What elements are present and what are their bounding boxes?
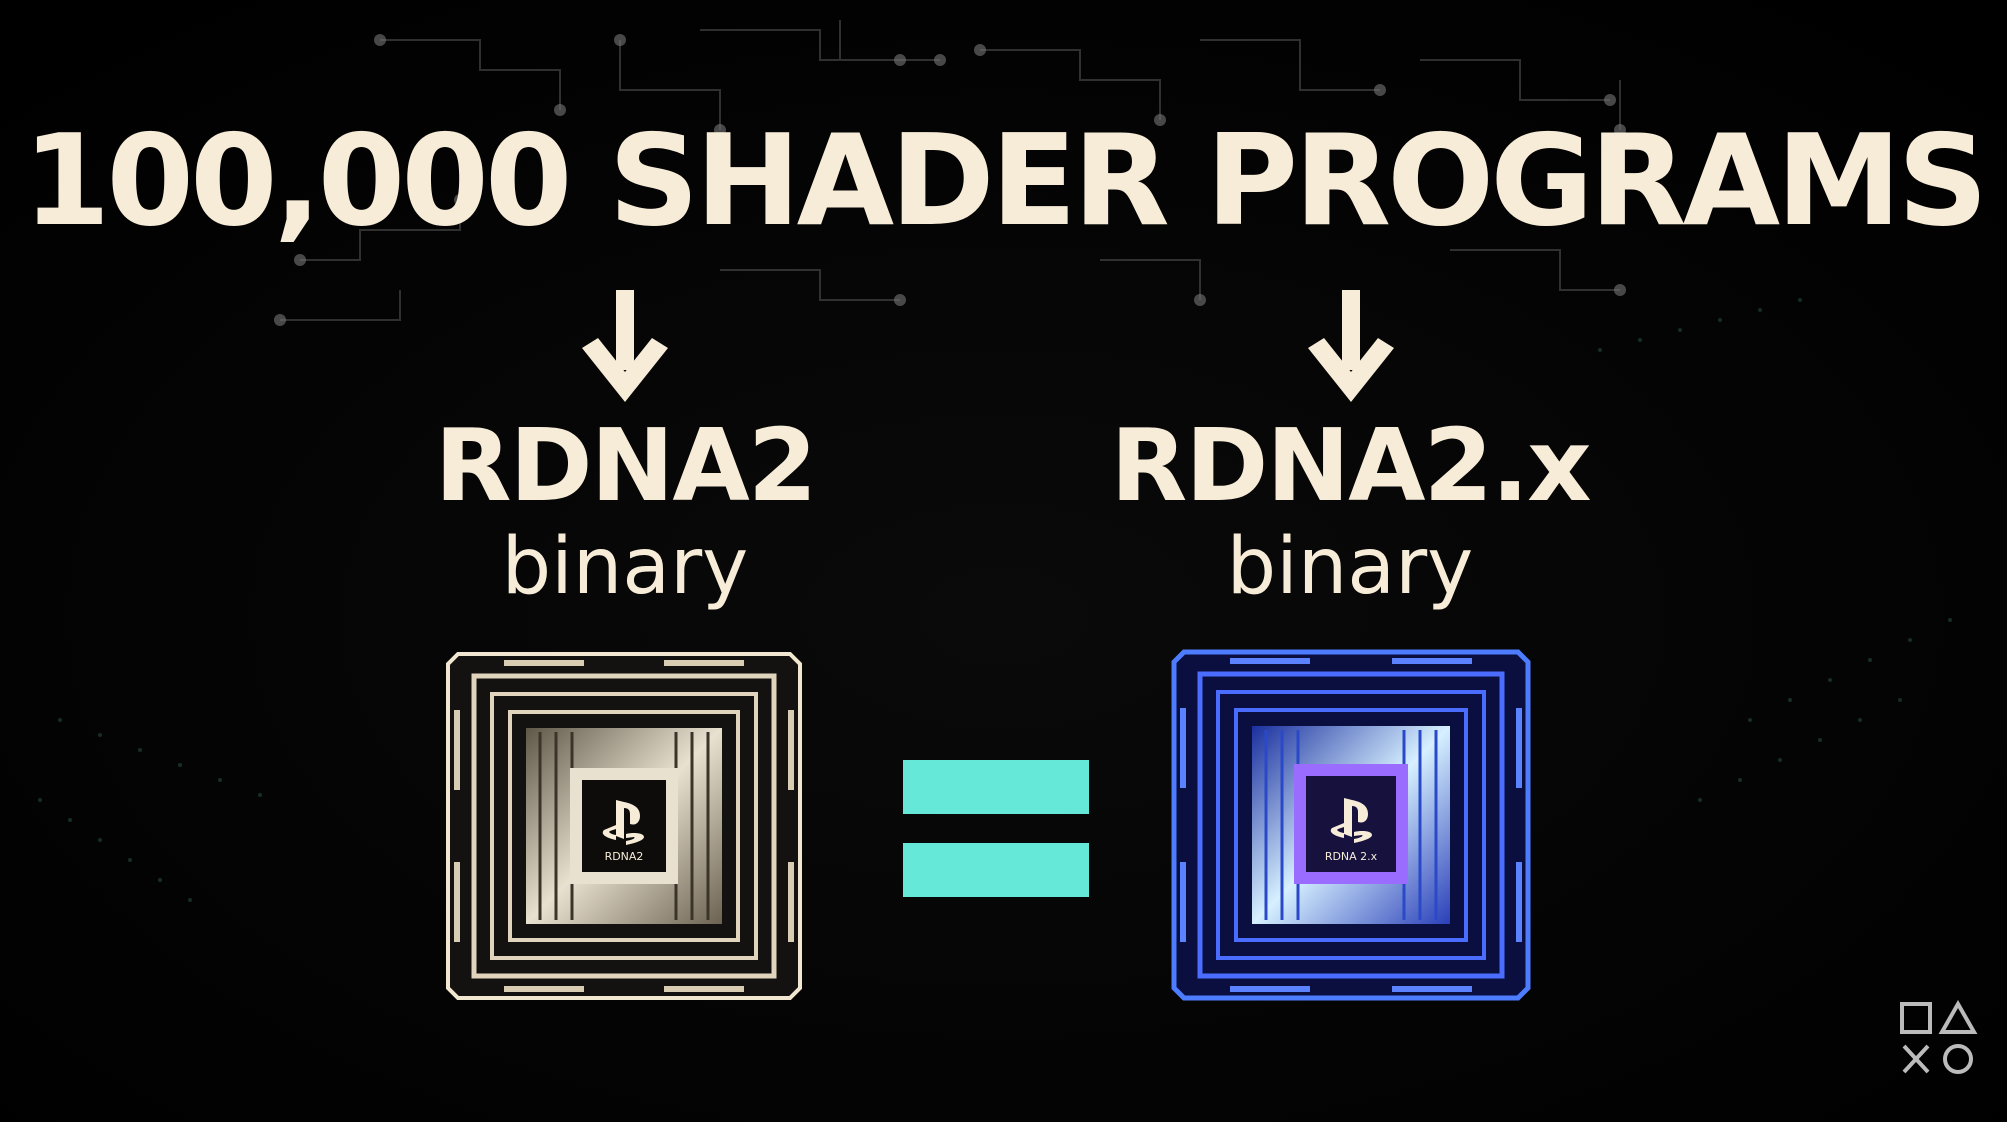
rdna2-chip-illustration: RDNA2: [446, 652, 802, 1000]
left-architecture-subheading: binary: [501, 522, 749, 612]
arrow-down-icon: [1308, 290, 1394, 402]
equals-sign-bottom-bar: [903, 843, 1089, 897]
right-architecture-heading: RDNA2.x: [1110, 407, 1591, 524]
left-chip-label: RDNA2: [605, 850, 644, 863]
slide-title: 100,000 SHADER PROGRAMS: [22, 107, 1989, 254]
arrow-down-icon: [582, 290, 668, 402]
light-streaks: [38, 298, 1952, 902]
rdna2x-chip-illustration: RDNA 2.x: [1171, 649, 1531, 1001]
playstation-buttons-icon: [1900, 1000, 1978, 1074]
left-architecture-heading: RDNA2: [434, 407, 818, 524]
right-chip-label: RDNA 2.x: [1325, 850, 1378, 863]
right-architecture-subheading: binary: [1226, 522, 1474, 612]
circuit-nodes: [274, 34, 1626, 326]
circuit-traces: [280, 20, 1621, 321]
equals-sign-top-bar: [903, 760, 1089, 814]
